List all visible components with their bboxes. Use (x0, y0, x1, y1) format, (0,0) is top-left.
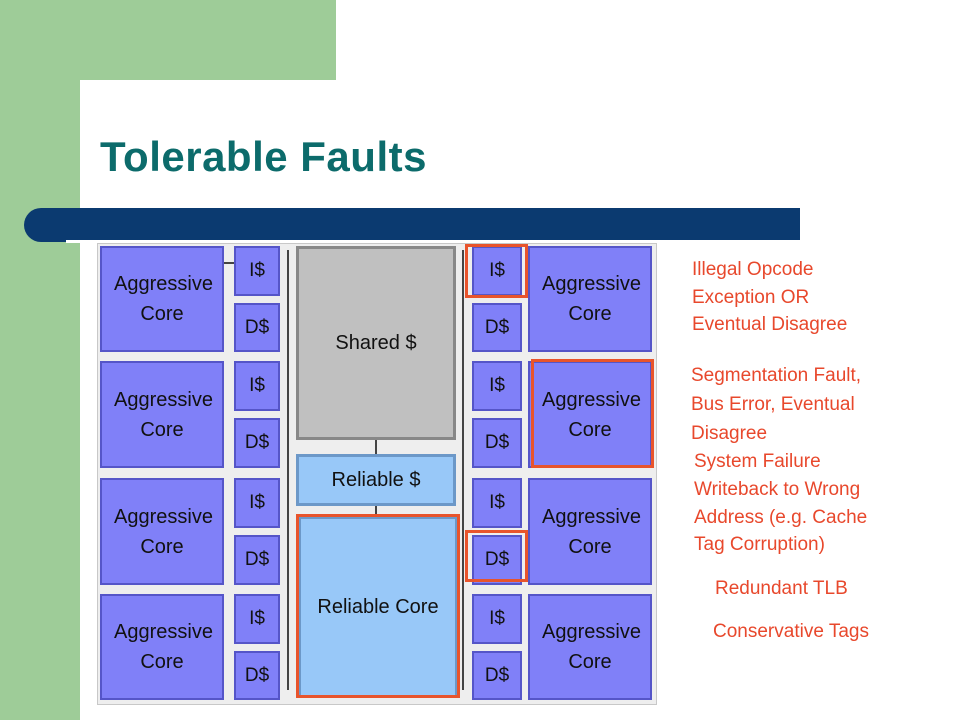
annotation-line: Bus Error, Eventual (691, 394, 855, 415)
core-label: Aggressive Core (542, 621, 641, 673)
annotation-line: Illegal Opcode (692, 259, 814, 280)
annotation-line: Disagree (691, 423, 768, 444)
icache-right-3: I$ (472, 478, 522, 528)
dcache-right-3: D$ (472, 535, 522, 585)
annotation-line: Tag Corruption) (694, 534, 825, 555)
aggressive-core-right-3: Aggressive Core (528, 478, 652, 585)
interconnect-wire (375, 506, 377, 518)
icache-left-1: I$ (234, 246, 280, 296)
annotation-redundant-tlb: Redundant TLB (715, 575, 848, 603)
icache-left-4: I$ (234, 594, 280, 644)
aggressive-core-right-1: Aggressive Core (528, 246, 652, 352)
slide-title: Tolerable Faults (100, 133, 427, 180)
core-label: Aggressive Core (114, 388, 213, 441)
dcache-left-4: D$ (234, 651, 280, 700)
reliable-core: Reliable Core (298, 516, 458, 698)
aggressive-core-right-4: Aggressive Core (528, 594, 652, 700)
core-label: Aggressive Core (542, 273, 641, 325)
core-label: Aggressive Core (542, 505, 641, 558)
green-accent-corner (80, 0, 336, 80)
annotation-line: System Failure (694, 451, 821, 472)
aggressive-core-left-2: Aggressive Core (100, 361, 224, 468)
annotation-illegal-opcode: Illegal Opcode Exception OR Eventual Dis… (692, 256, 847, 339)
dcache-right-4: D$ (472, 651, 522, 700)
highlight-aggressive-core (531, 359, 654, 468)
icache-left-2: I$ (234, 361, 280, 411)
core-label: Aggressive Core (114, 273, 213, 325)
dcache-left-1: D$ (234, 303, 280, 352)
annotation-segfault: Segmentation Fault, Bus Error, Eventual … (691, 361, 861, 448)
annotation-conservative-tags: Conservative Tags (713, 618, 869, 646)
interconnect-wire (287, 250, 289, 690)
aggressive-core-left-3: Aggressive Core (100, 478, 224, 585)
highlight-reliable-core (296, 514, 460, 698)
annotation-line: Eventual Disagree (692, 314, 848, 335)
aggressive-core-left-4: Aggressive Core (100, 594, 224, 700)
annotation-line: Redundant TLB (715, 578, 848, 599)
interconnect-wire (375, 440, 377, 454)
core-label: Aggressive Core (114, 621, 213, 673)
annotation-line: Address (e.g. Cache (694, 506, 868, 528)
shared-cache: Shared $ (296, 246, 456, 440)
aggressive-core-left-1: Aggressive Core (100, 246, 224, 352)
icache-right-2: I$ (472, 361, 522, 411)
core-label: Aggressive Core (542, 388, 641, 441)
annotation-line: Exception OR (692, 286, 810, 308)
title-bar-divider (66, 240, 800, 243)
interconnect-wire (221, 262, 235, 264)
dcache-right-1: D$ (472, 303, 522, 352)
annotation-line: Conservative Tags (713, 621, 869, 642)
core-label: Aggressive Core (114, 505, 213, 558)
annotation-line: Writeback to Wrong (694, 479, 861, 500)
interconnect-wire (462, 250, 464, 690)
green-accent-band (0, 0, 80, 720)
highlight-icache (465, 244, 528, 298)
dcache-right-2: D$ (472, 418, 522, 468)
dcache-left-3: D$ (234, 535, 280, 585)
highlight-dcache (465, 530, 528, 582)
reliable-cache: Reliable $ (296, 454, 456, 506)
title-underline-bar (24, 208, 800, 242)
icache-right-4: I$ (472, 594, 522, 644)
annotation-system-failure: System Failure (694, 448, 821, 476)
annotation-line: Segmentation Fault, (691, 365, 862, 386)
icache-left-3: I$ (234, 478, 280, 528)
dcache-left-2: D$ (234, 418, 280, 468)
annotation-writeback: Writeback to Wrong Address (e.g. Cache T… (694, 476, 867, 559)
